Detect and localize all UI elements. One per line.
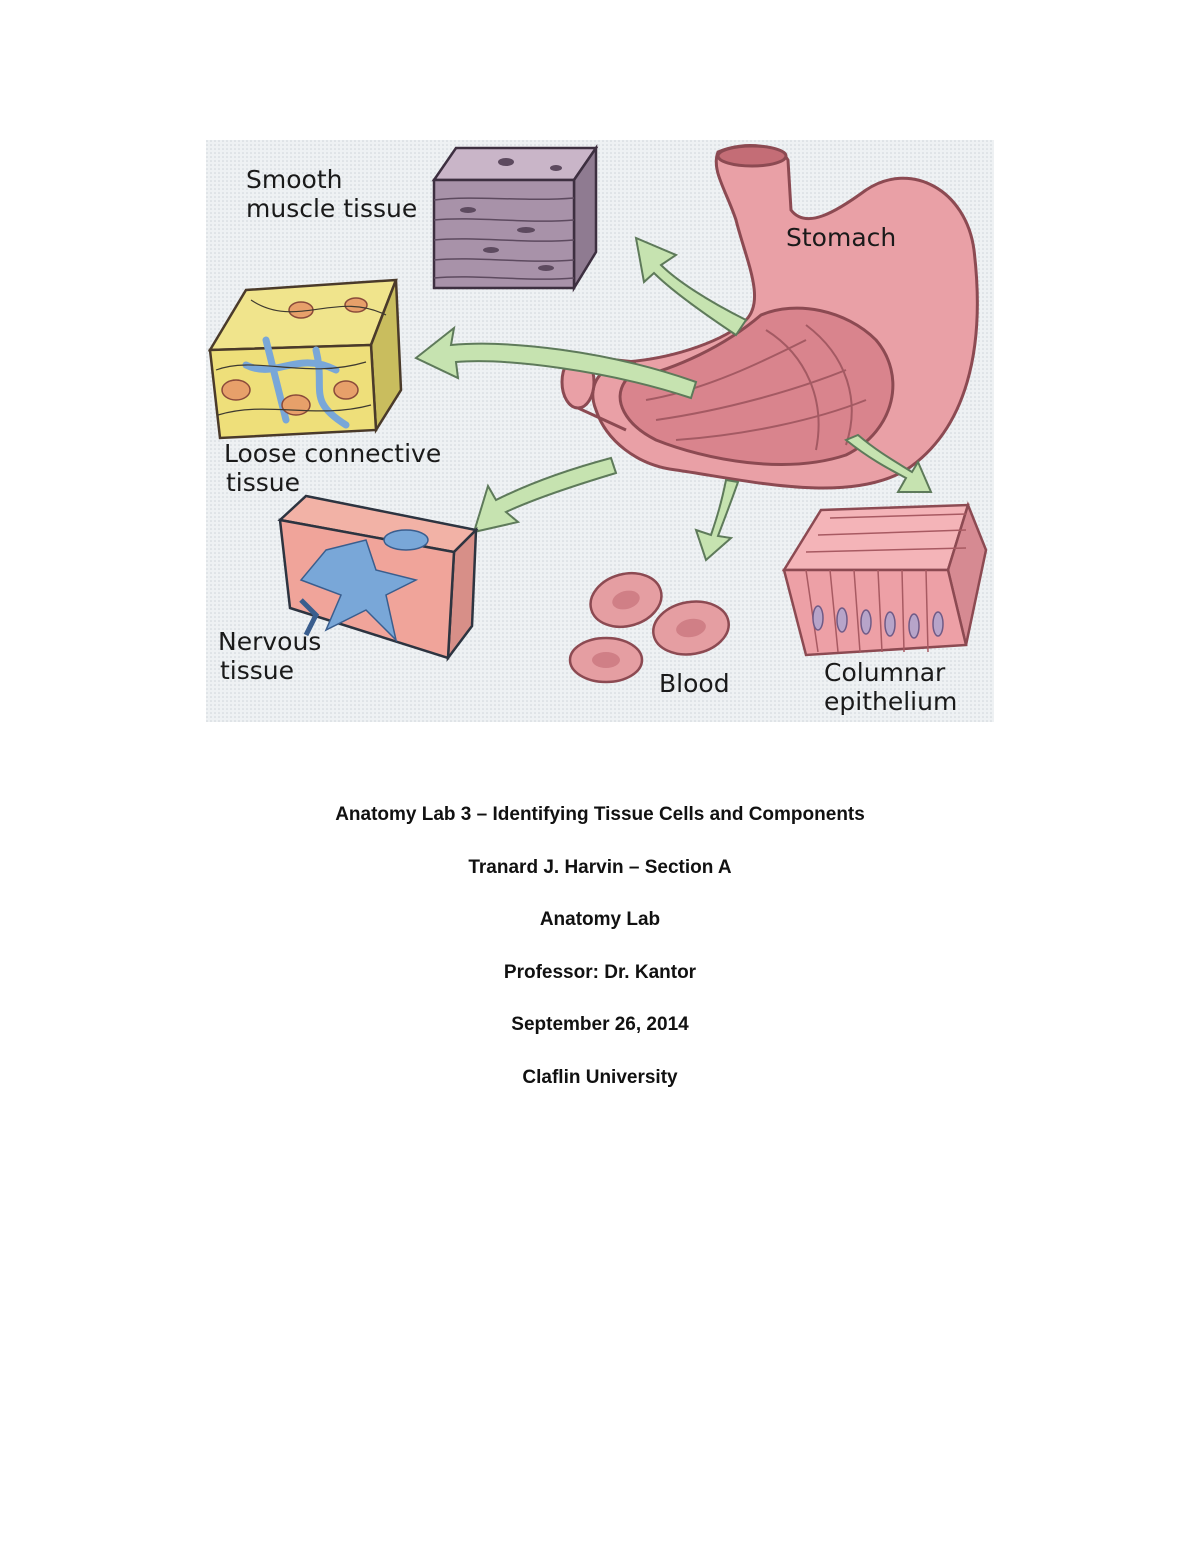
label-columnar-line2: epithelium <box>824 687 957 716</box>
smooth-muscle-illustration <box>431 143 599 293</box>
label-loose-connective-line2: tissue <box>226 468 300 497</box>
label-loose-connective-line1: Loose connective <box>224 439 441 468</box>
columnar-epithelium-illustration <box>781 501 988 657</box>
report-date: September 26, 2014 <box>511 1014 689 1035</box>
arrow-to-epithelium <box>844 433 933 493</box>
label-smooth-muscle-line2: muscle tissue <box>246 194 417 223</box>
author-section: Tranard J. Harvin – Section A <box>468 856 732 878</box>
label-nervous-line2: tissue <box>220 656 294 685</box>
arrows <box>414 236 933 562</box>
blood-cells-illustration <box>568 571 730 684</box>
label-nervous-line1: Nervous <box>218 627 321 656</box>
report-title: Anatomy Lab 3 – Identifying Tissue Cells… <box>335 804 865 825</box>
course-name: Anatomy Lab <box>539 909 661 930</box>
arrow-to-connective <box>414 325 698 400</box>
label-smooth-muscle-line1: Smooth <box>246 165 342 194</box>
nervous-tissue-illustration <box>277 494 479 663</box>
label-columnar-line1: Columnar <box>824 658 946 687</box>
arrow-to-muscle <box>634 236 748 337</box>
professor-name: Professor: Dr. Kantor <box>503 961 697 983</box>
label-stomach: Stomach <box>786 223 896 252</box>
institution-name: Claflin University <box>522 1066 678 1088</box>
tissue-illustration: Smooth muscle tissue Stomach Loose conne… <box>206 140 994 722</box>
arrow-to-blood <box>694 478 740 562</box>
cover-page-text: Anatomy Lab 3 – Identifying Tissue Cells… <box>0 800 1200 1115</box>
loose-connective-illustration <box>207 278 403 440</box>
label-blood: Blood <box>659 669 730 698</box>
